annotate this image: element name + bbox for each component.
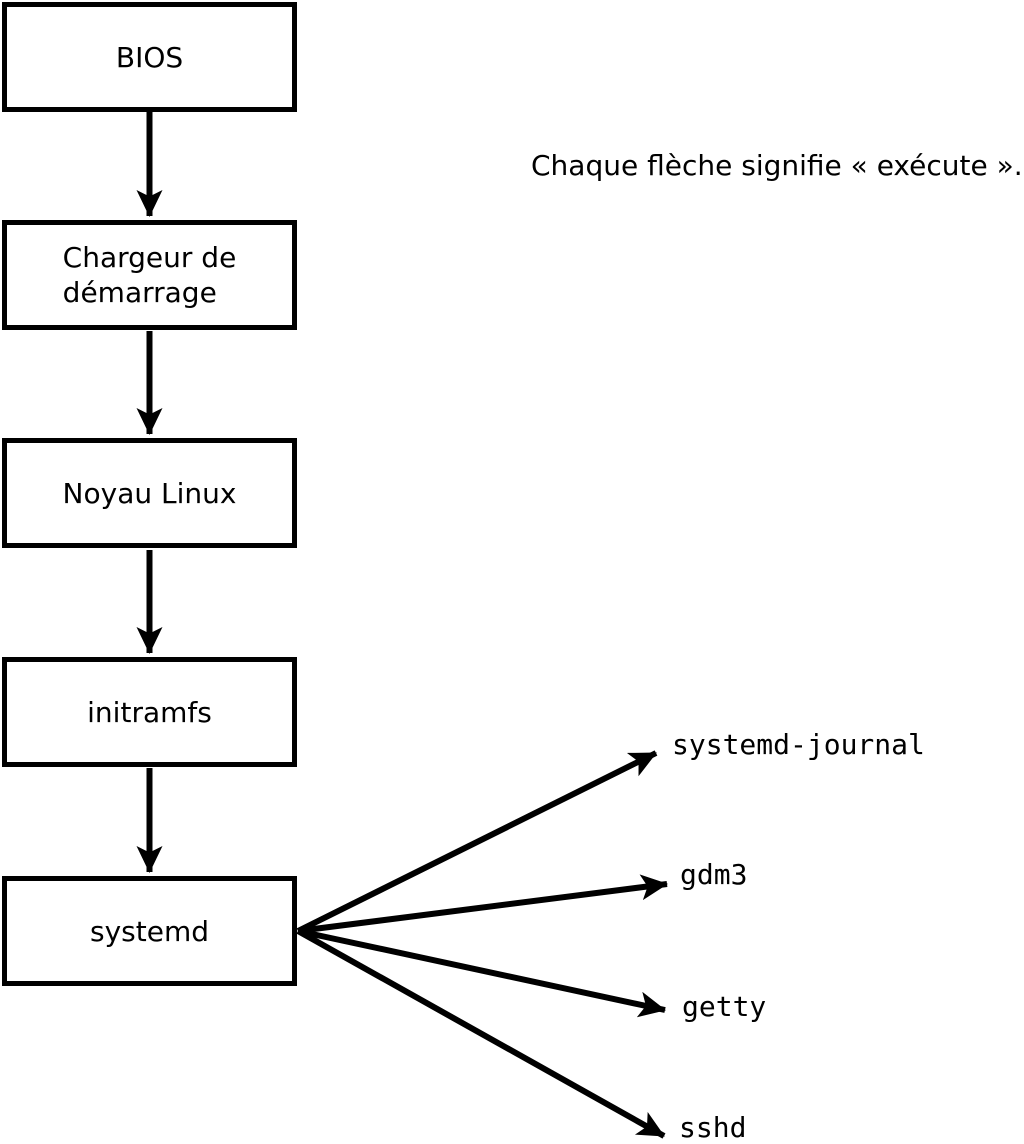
node-initramfs-label: initramfs <box>87 695 212 729</box>
arrow-systemd-to-systemd-journal <box>296 750 658 934</box>
node-systemd: systemd <box>2 876 297 986</box>
node-bios: BIOS <box>2 2 297 112</box>
node-bootloader: Chargeur de démarrage <box>2 220 297 330</box>
process-label-sshd: sshd <box>679 1111 747 1144</box>
node-kernel-label: Noyau Linux <box>62 476 237 510</box>
arrow-systemd-to-sshd <box>296 928 666 1139</box>
process-label-systemd-journal: systemd-journal <box>672 728 925 761</box>
arrow-meaning-caption: Chaque flèche signifie « exécute ». <box>531 149 1023 182</box>
node-systemd-label: systemd <box>90 914 209 948</box>
node-kernel: Noyau Linux <box>2 438 297 548</box>
node-bootloader-label: Chargeur de démarrage <box>62 241 237 309</box>
arrow-systemd-to-gdm3 <box>297 874 668 934</box>
process-label-getty: getty <box>682 990 767 1023</box>
node-bios-label: BIOS <box>115 40 184 74</box>
process-label-gdm3: gdm3 <box>680 858 748 891</box>
node-initramfs: initramfs <box>2 657 297 767</box>
arrow-systemd-to-getty <box>297 928 666 1018</box>
